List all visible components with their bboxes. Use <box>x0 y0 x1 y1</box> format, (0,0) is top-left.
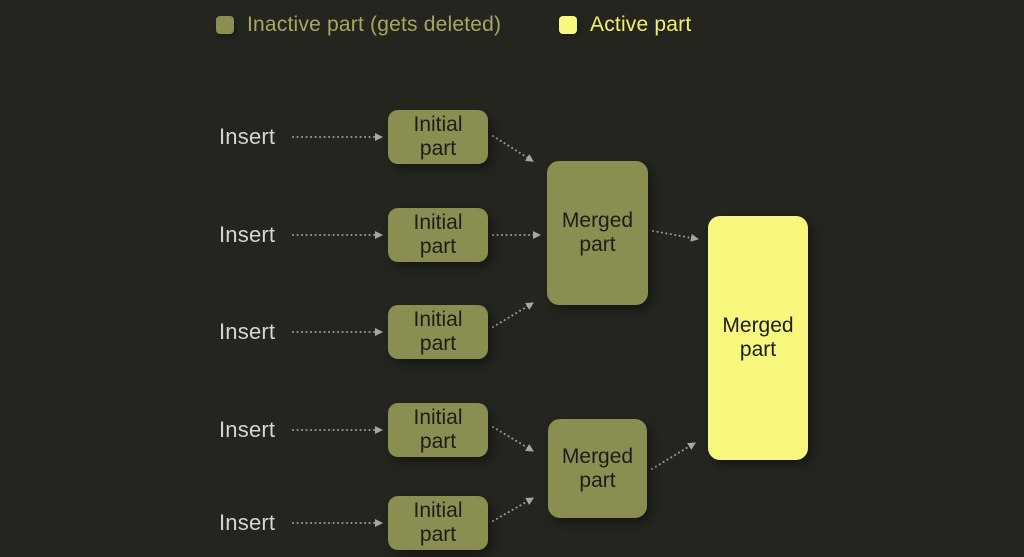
legend-item-active: Active part <box>559 12 691 37</box>
initial-part-label-1: Initial part <box>413 113 463 160</box>
merged-part-label-bottom: Merged part <box>561 444 634 492</box>
edge-initial4-mergedbottom <box>492 426 535 452</box>
legend-item-inactive: Inactive part (gets deleted) <box>216 12 501 37</box>
insert-label-3: Insert <box>219 319 276 344</box>
edge-mergedtop-final <box>652 230 699 242</box>
legend-label-inactive: Inactive part (gets deleted) <box>247 12 502 36</box>
initial-part-node-2: Initial part <box>388 208 488 262</box>
insert-label-5: Insert <box>219 510 276 535</box>
merged-part-node-bottom: Merged part <box>548 419 647 518</box>
initial-part-node-3: Initial part <box>388 305 488 359</box>
initial-part-label-3: Initial part <box>413 308 463 355</box>
active-part-swatch-icon <box>559 15 577 34</box>
edge-mergedbottom-final <box>651 442 696 470</box>
initial-part-node-4: Initial part <box>388 403 488 457</box>
merged-part-node-top: Merged part <box>547 161 648 305</box>
edge-initial5-mergedbottom <box>492 497 535 522</box>
merged-part-node-final: Merged part <box>708 216 808 460</box>
insert-label-1: Insert <box>219 124 276 149</box>
merged-part-label-top: Merged part <box>561 209 634 256</box>
insert-label-4: Insert <box>219 417 276 442</box>
edge-initial3-mergedtop <box>492 302 535 328</box>
inactive-part-swatch-icon <box>216 15 234 34</box>
legend-label-active: Active part <box>590 12 692 36</box>
initial-part-node-5: Initial part <box>388 496 488 550</box>
merged-part-label-final: Merged part <box>722 314 794 361</box>
edge-initial1-mergedtop <box>492 135 534 162</box>
initial-part-label-5: Initial part <box>413 499 463 546</box>
initial-part-label-2: Initial part <box>413 211 463 258</box>
insert-label-2: Insert <box>219 222 276 247</box>
initial-part-node-1: Initial part <box>388 110 488 164</box>
initial-part-label-4: Initial part <box>413 406 463 453</box>
